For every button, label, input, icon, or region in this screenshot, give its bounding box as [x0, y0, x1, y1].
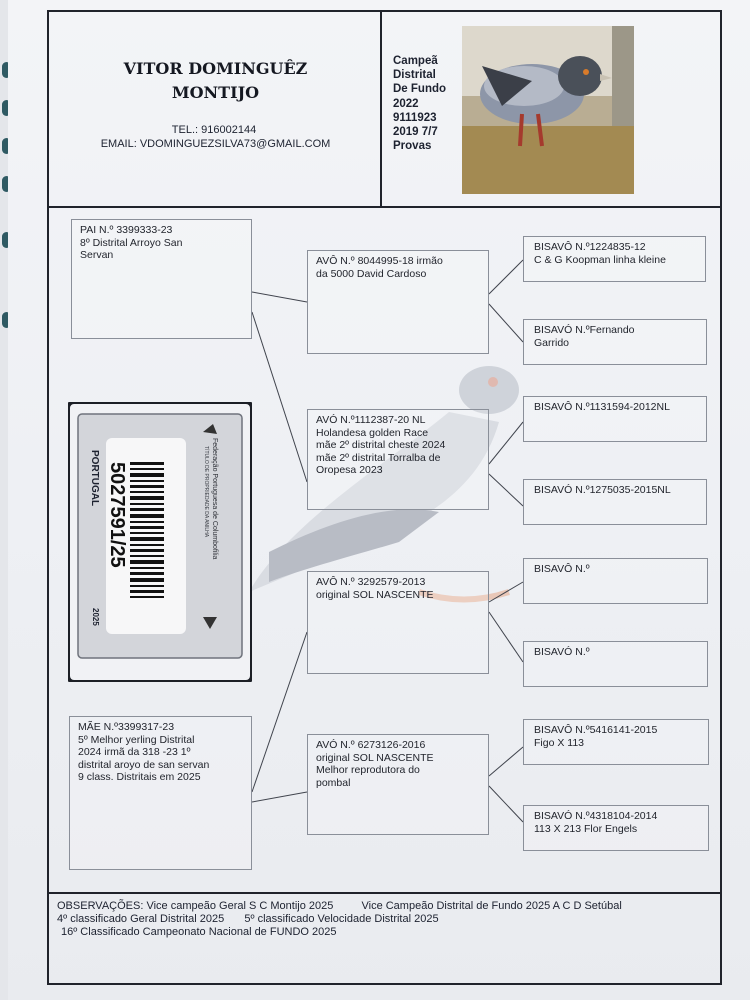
champion-line: 2022 [393, 97, 419, 110]
observation-text: 4º classificado Geral Distrital 2025 [57, 913, 225, 925]
champion-line: De Fundo [393, 83, 447, 96]
champion-line: Campeã [393, 55, 438, 67]
great-grandparent-text: BISAVÓ N.ºFernando Garrido [534, 324, 635, 349]
grandparent-text: AVÓ N.º1112387-20 NL Holandesa golden Ra… [316, 414, 446, 476]
ring-card-country: PORTUGAL [89, 450, 100, 507]
pigeon-watermark [249, 366, 519, 603]
binder-hole [2, 138, 11, 154]
great-grandparent-text: BISAVÓ N.º1275035-2015NL [534, 484, 671, 496]
owner-email: EMAIL: VDOMINGUEZSILVA73@GMAIL.COM [100, 138, 331, 150]
paternal-grandfather-box: AVÔ N.º 8044995-18 irmão da 5000 David C… [307, 250, 489, 354]
binder-hole [2, 62, 11, 78]
owner-line-1: VITOR DOMINGUÊZ [123, 59, 308, 78]
grandparent-text: AVÔ N.º 8044995-18 irmão da 5000 David C… [316, 255, 443, 280]
observation-text: 5º classificado Velocidade Distrital 202… [244, 913, 439, 925]
great-grandparent-text: BISAVÔ N.º1131594-2012NL [534, 401, 670, 413]
ring-card-sleeve [66, 400, 254, 684]
header-vertical-divider [380, 12, 382, 206]
observation-text: 16º Classificado Campeonato Nacional de … [61, 926, 337, 938]
binder-hole [2, 232, 11, 248]
mother-text: MÃE N.º3399317-23 5º Melhor yerling Dist… [78, 721, 210, 783]
ring-card-subtitle: TÍTULO DE PROPRIEDADE DA ANILHA [203, 446, 209, 538]
great-grandparent-text: BISAVÓ N.º [534, 646, 590, 658]
great-grandparent-box: BISAVÓ N.ºFernando Garrido [523, 319, 707, 365]
ring-card-year: 2025 [91, 608, 100, 626]
owner-phone: TEL.: 916002144 [171, 124, 257, 136]
maternal-grandfather-box: AVÔ N.º 3292579-2013 original SOL NASCEN… [307, 571, 489, 674]
great-grandparent-box: BISAVÔ N.º1224835-12 C & G Koopman linha… [523, 236, 706, 282]
father-text: PAI N.º 3399333-23 8º Distrital Arroyo S… [80, 224, 183, 261]
father-box: PAI N.º 3399333-23 8º Distrital Arroyo S… [71, 219, 252, 339]
grandparent-text: AVÔ N.º 3292579-2013 original SOL NASCEN… [316, 576, 434, 601]
grandparent-text: AVÓ N.º 6273126-2016 original SOL NASCEN… [316, 739, 434, 789]
great-grandparent-box: BISAVÔ N.º [523, 558, 708, 604]
binder-hole [2, 312, 11, 328]
great-grandparent-text: BISAVÔ N.º1224835-12 C & G Koopman linha… [534, 241, 666, 266]
champion-line: Provas [393, 140, 432, 153]
binder-hole [2, 176, 11, 192]
great-grandparent-box: BISAVÓ N.º [523, 641, 708, 687]
great-grandparent-text: BISAVÔ N.º5416141-2015 Figo X 113 [534, 724, 658, 749]
great-grandparent-box: BISAVÓ N.º4318104-2014 113 X 213 Flor En… [523, 805, 709, 851]
observations-divider [49, 892, 720, 894]
pedigree-connectors [251, 259, 524, 823]
champion-line: Distrital [393, 69, 436, 82]
pigeon-photo [462, 26, 634, 194]
header-divider [49, 206, 720, 208]
great-grandparent-box: BISAVÔ N.º5416141-2015 Figo X 113 [523, 719, 709, 765]
great-grandparent-text: BISAVÔ N.º [534, 563, 590, 575]
great-grandparent-text: BISAVÓ N.º4318104-2014 113 X 213 Flor En… [534, 810, 658, 835]
ring-card-federation: Federação Portuguesa de Columbofilia [211, 438, 218, 560]
pedigree-sheet: VITOR DOMINGUÊZ MONTIJO TEL.: 916002144 … [47, 10, 722, 985]
great-grandparent-box: BISAVÔ N.º1131594-2012NL [523, 396, 707, 442]
owner-name: VITOR DOMINGUÊZ MONTIJO [49, 57, 382, 105]
observations: OBSERVAÇÕES: Vice campeão Geral S C Mont… [57, 900, 717, 939]
great-grandparent-box: BISAVÓ N.º1275035-2015NL [523, 479, 707, 525]
observation-text: Vice Campeão Distrital de Fundo 2025 A C… [361, 900, 622, 912]
observations-row: 16º Classificado Campeonato Nacional de … [57, 926, 717, 939]
maternal-grandmother-box: AVÓ N.º 6273126-2016 original SOL NASCEN… [307, 734, 489, 835]
paternal-grandmother-box: AVÓ N.º1112387-20 NL Holandesa golden Ra… [307, 409, 489, 510]
binder-edge [0, 0, 16, 1000]
champion-line: 9111923 [393, 111, 437, 124]
observations-row: OBSERVAÇÕES: Vice campeão Geral S C Mont… [57, 900, 717, 913]
pigeon-photo-illustration [462, 26, 634, 194]
champion-note: Campeã Distrital De Fundo 2022 9111923 2… [393, 54, 473, 153]
ring-number: 5027591/25 [106, 462, 128, 568]
mother-box: MÃE N.º3399317-23 5º Melhor yerling Dist… [69, 716, 252, 870]
observation-text: OBSERVAÇÕES: Vice campeão Geral S C Mont… [57, 900, 334, 912]
ring-card-country-wrap: PORTUGAL [78, 450, 108, 506]
ring-ownership-card: PORTUGAL Federação Portuguesa de Columbo… [66, 400, 254, 684]
binder-hole [2, 100, 11, 116]
champion-line: 2019 7/7 [393, 126, 438, 139]
observations-row: 4º classificado Geral Distrital 2025 5º … [57, 913, 717, 926]
owner-line-2: MONTIJO [171, 83, 260, 102]
